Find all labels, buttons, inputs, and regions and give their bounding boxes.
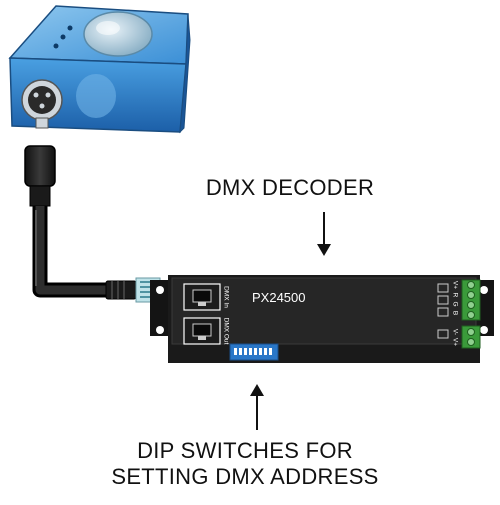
- rj45-port-in-icon: [183, 283, 221, 311]
- terminal-label: V-: [451, 329, 458, 335]
- decoder-label: DMX DECODER: [205, 175, 375, 200]
- terminal-label: G: [451, 301, 458, 306]
- dmx-decoder: DMX In DMX Out PX24500 V+ R G B V- V+: [150, 275, 494, 363]
- model-label: PX24500: [252, 290, 306, 305]
- top-lens-icon: [83, 11, 153, 57]
- mount-hole-icon: [480, 326, 488, 334]
- mount-hole-icon: [156, 286, 164, 294]
- terminal-label: V+: [451, 338, 458, 346]
- terminal-label: R: [451, 293, 458, 298]
- terminal-label: V+: [451, 281, 458, 289]
- mount-hole-icon: [480, 286, 488, 294]
- rj45-port-out-icon: [183, 317, 221, 345]
- dmx-interface-box: [8, 5, 191, 134]
- dip-switch-label-line2: SETTING DMX ADDRESS: [111, 464, 379, 489]
- dip-switch-icon: [229, 343, 279, 361]
- mount-hole-icon: [156, 326, 164, 334]
- port-in-label: DMX In: [222, 286, 229, 308]
- led-icon: [53, 43, 59, 49]
- terminal-label: B: [451, 311, 458, 315]
- port-out-label: DMX Out: [222, 318, 229, 345]
- dip-switch-label-line1: DIP SWITCHES FOR: [137, 438, 353, 463]
- terminal-block-rgb-icon: [461, 279, 481, 321]
- xlr-connector-icon: [21, 79, 63, 129]
- dmx-cable: [24, 145, 161, 303]
- decoder-arrow-icon: [317, 212, 331, 256]
- dip-arrow-icon: [250, 384, 264, 430]
- led-icon: [60, 34, 66, 40]
- led-icon: [67, 25, 73, 31]
- terminal-block-power-icon: [461, 325, 481, 349]
